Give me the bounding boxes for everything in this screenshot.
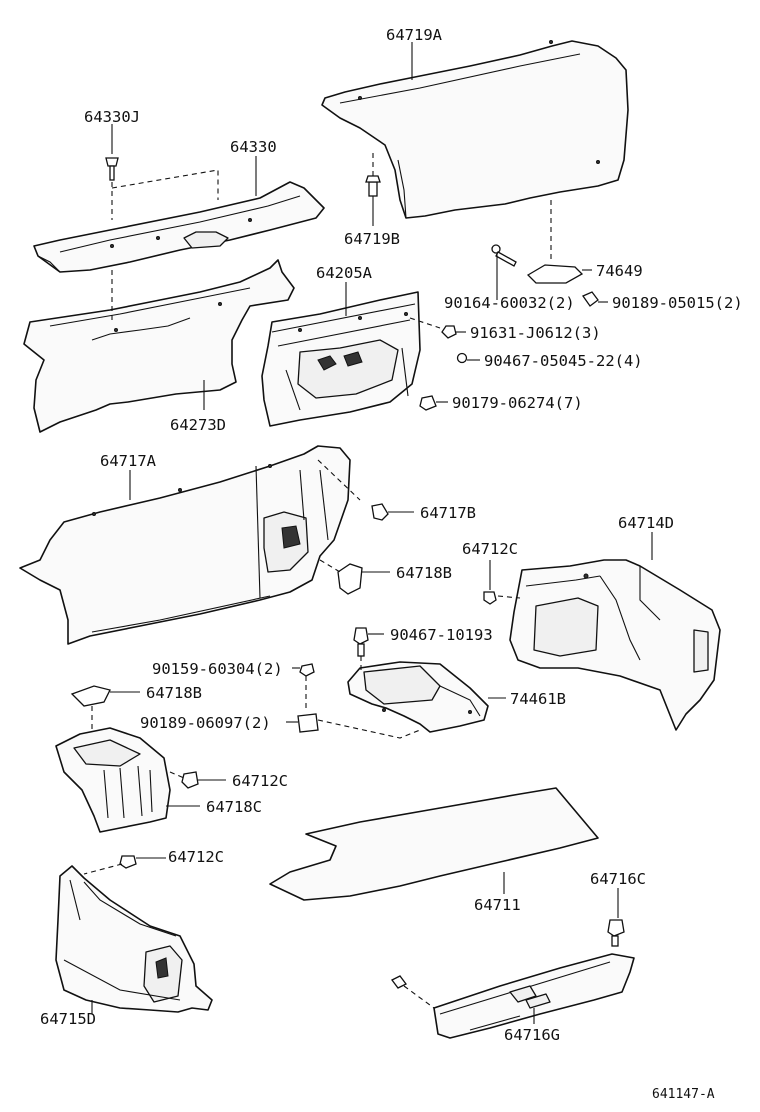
clip-64719B	[365, 175, 381, 226]
label-90189-05015: 90189-05015(2)	[612, 294, 743, 312]
part-74649	[526, 264, 592, 284]
ref-code: 641147-A	[652, 1087, 715, 1102]
label-64712C-middle: 64712C	[232, 772, 288, 790]
bolt-90164	[491, 244, 517, 300]
clip-64717B	[371, 503, 414, 521]
label-64718C: 64718C	[206, 798, 262, 816]
part-64718C-cover	[55, 727, 171, 833]
label-91631: 91631-J0612(3)	[470, 324, 601, 342]
label-64717A: 64717A	[100, 452, 157, 470]
clip-64330J	[105, 124, 119, 181]
label-64205A: 64205A	[316, 264, 373, 282]
part-64719A-trunk-lid-trim	[321, 40, 629, 219]
cap-64718B-lower	[70, 685, 140, 707]
label-90467-05045: 90467-05045-22(4)	[484, 352, 643, 370]
label-74649: 74649	[596, 262, 643, 280]
part-64273D-silencer	[23, 259, 295, 433]
label-64330J: 64330J	[84, 108, 140, 126]
bolt-90159	[292, 663, 315, 677]
part-74461B-bracket	[347, 661, 489, 733]
label-64711: 64711	[474, 896, 521, 914]
label-64718B-lower: 64718B	[146, 684, 202, 702]
bolt-90467-05045	[456, 352, 480, 364]
clip-64712C-upper	[483, 560, 497, 605]
label-90159: 90159-60304(2)	[152, 660, 283, 678]
label-64712C-upper: 64712C	[462, 540, 518, 558]
label-64716C: 64716C	[590, 870, 646, 888]
clip-64712C-middle	[181, 771, 226, 789]
label-64717B: 64717B	[420, 504, 476, 522]
cap-64716G-end	[391, 975, 407, 989]
label-64712C-lower: 64712C	[168, 848, 224, 866]
bolt-91631	[441, 325, 466, 339]
part-64715D-side-trim-left	[55, 865, 213, 1013]
clip-90467-10193	[353, 627, 384, 657]
cap-64718B-upper	[337, 563, 390, 595]
label-64715D: 64715D	[40, 1010, 96, 1028]
label-90164: 90164-60032(2)	[444, 294, 575, 312]
label-64716G: 64716G	[504, 1026, 560, 1044]
clip-64716C	[607, 888, 625, 947]
part-64205A-bulkhead	[261, 291, 421, 427]
label-90189-06097: 90189-06097(2)	[140, 714, 271, 732]
part-64330-package-tray	[33, 181, 325, 273]
label-90179: 90179-06274(7)	[452, 394, 583, 412]
nut-90189-06097	[286, 713, 319, 733]
clip-64712C-lower	[119, 855, 166, 869]
label-64714D: 64714D	[618, 514, 674, 532]
label-64718B-upper: 64718B	[396, 564, 452, 582]
nut-90189-05015	[582, 291, 608, 307]
label-90467-10193: 90467-10193	[390, 626, 493, 644]
part-64711-floor-mat	[269, 787, 599, 901]
label-74461B: 74461B	[510, 690, 566, 708]
part-64717A-trunk-front-trim	[19, 445, 351, 645]
part-64716G-scuff-plate	[433, 953, 635, 1039]
label-64273D: 64273D	[170, 416, 226, 434]
nut-90179	[419, 395, 448, 411]
part-64714D-side-trim-right	[509, 559, 721, 731]
label-64719A: 64719A	[386, 26, 443, 44]
label-64330: 64330	[230, 138, 277, 156]
label-64719B: 64719B	[344, 230, 400, 248]
